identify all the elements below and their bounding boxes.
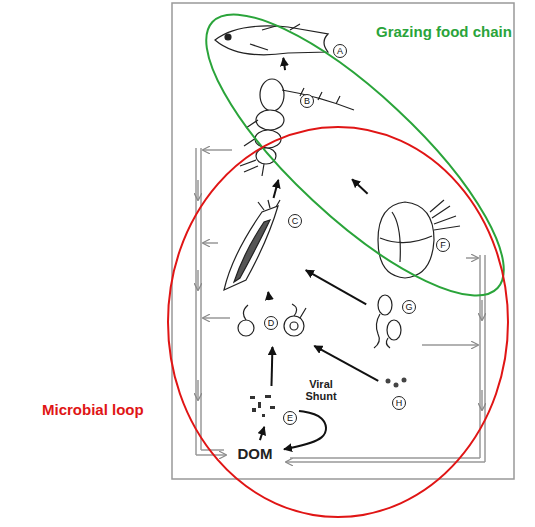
flagellates: [238, 304, 306, 336]
phytoflagellates: [374, 295, 401, 348]
callout-letter: F: [436, 238, 450, 252]
flow-arrow: [306, 270, 367, 304]
callout-letter: A: [333, 44, 347, 58]
organism: A: [212, 14, 348, 56]
organism: B: [228, 72, 358, 178]
bacteria: [250, 395, 275, 417]
pool-box: DOM: [228, 442, 282, 468]
region-outline: [168, 127, 508, 517]
flow-arrow: [283, 58, 285, 70]
organism: C: [218, 200, 304, 290]
flow-arrow: [270, 347, 273, 386]
flow-arrow: [314, 346, 378, 381]
dinoflagellate: [378, 200, 460, 278]
organism: E: [245, 388, 297, 425]
excretion-channels: [196, 148, 485, 462]
callout-letter: C: [288, 214, 302, 228]
pool-label: DOM: [228, 442, 282, 466]
region-outline: Microbial loop: [168, 127, 508, 517]
ciliate: [224, 200, 280, 290]
flow-arrow: [352, 179, 368, 193]
callout-letter: B: [300, 94, 314, 108]
flow-arrow: [268, 292, 269, 300]
callout-letter: H: [392, 396, 406, 410]
flow-arrow: [274, 180, 279, 198]
callout-letter: D: [264, 316, 278, 330]
organism: H: [380, 372, 414, 410]
callout-letter: G: [402, 300, 416, 314]
flow-arrow: [260, 427, 264, 440]
organism: G: [368, 290, 420, 350]
organism: D: [232, 302, 314, 345]
flow-arrow: [284, 411, 326, 449]
region-outline: [170, 0, 535, 333]
frame: [172, 3, 514, 479]
region-outline: [168, 127, 508, 517]
fish: [215, 24, 328, 55]
region-label: Microbial loop: [42, 401, 144, 418]
callout-letter: E: [283, 411, 297, 425]
organism: F: [368, 195, 468, 285]
edge-label: Viral Shunt: [296, 378, 346, 402]
region-label: Grazing food chain: [376, 23, 512, 40]
picoplankton: [386, 378, 407, 388]
